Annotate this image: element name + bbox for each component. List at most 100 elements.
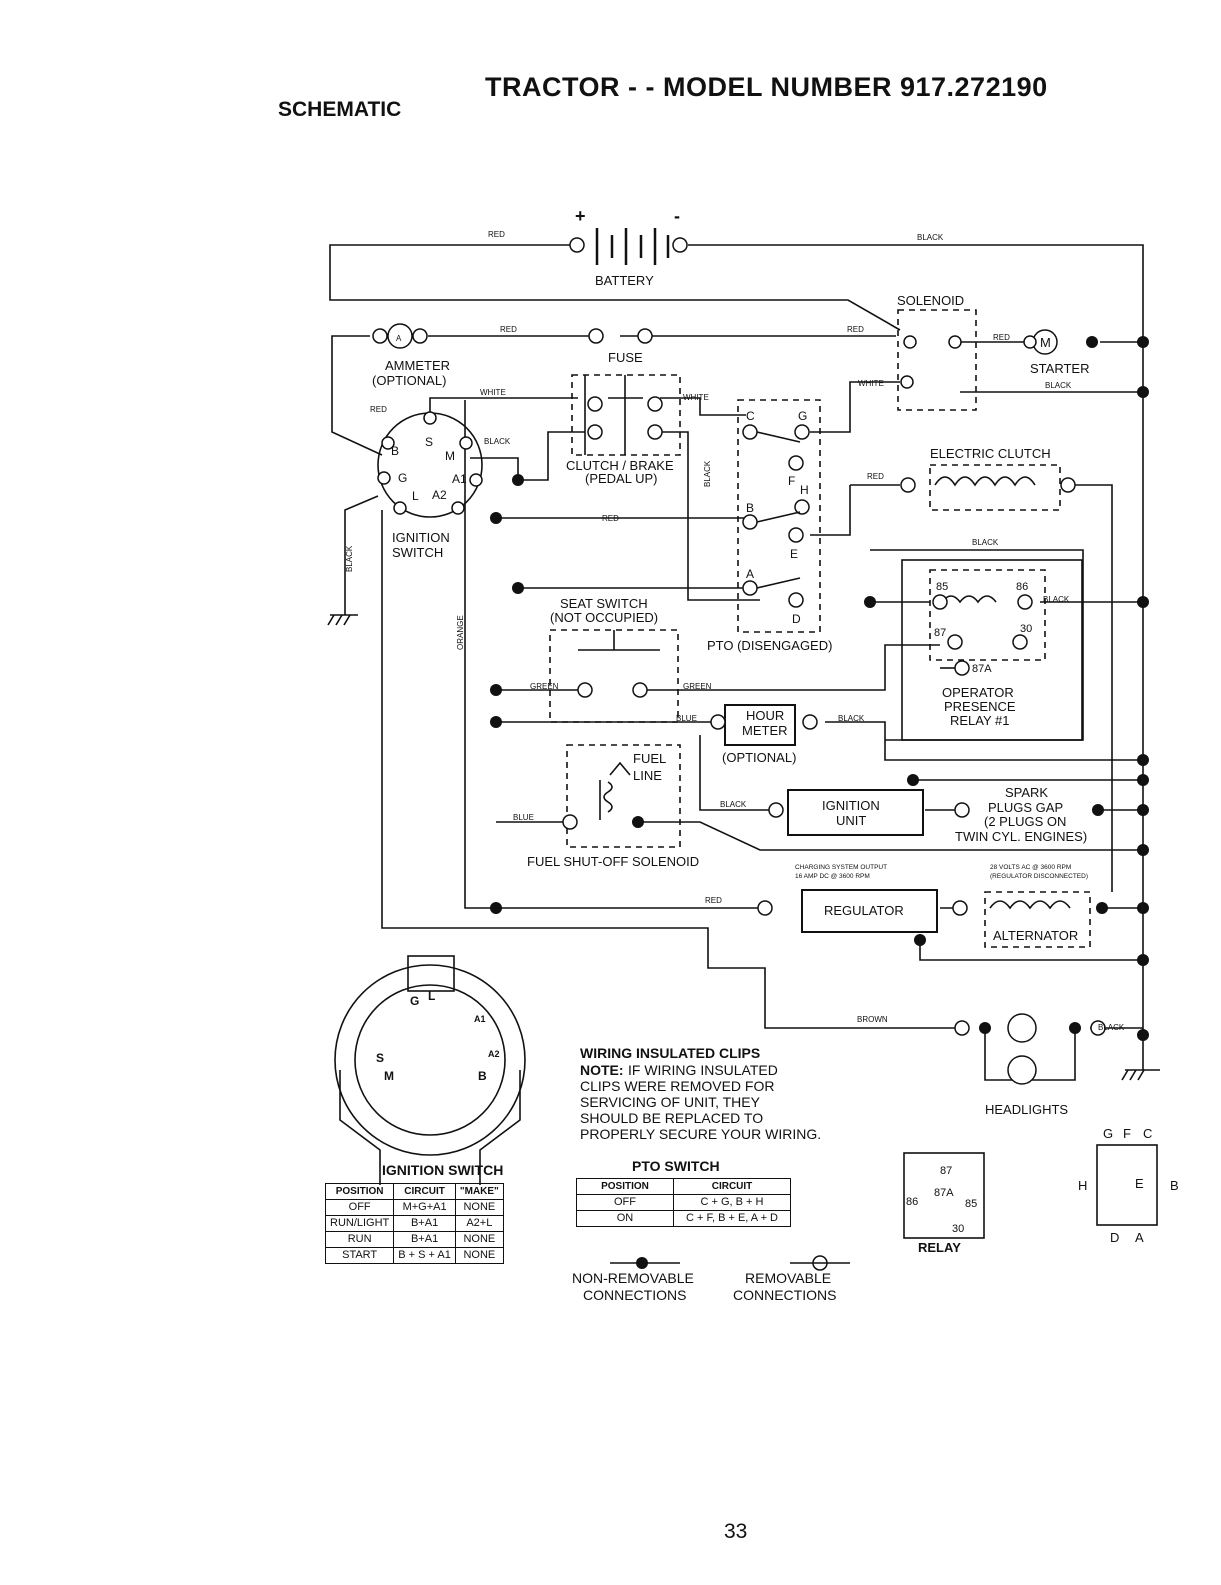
removable-2: CONNECTIONS: [733, 1287, 836, 1303]
ign-header-make: "MAKE": [454, 1183, 504, 1200]
relay-terminal-30: 30: [1020, 623, 1032, 635]
wire-brown: BROWN: [857, 1015, 888, 1024]
ign-terminal-b: B: [391, 444, 399, 458]
alternator-note-2: (REGULATOR DISCONNECTED): [990, 873, 1088, 880]
wire-red-solenoid: RED: [847, 325, 864, 334]
switch-contacts: [578, 375, 955, 813]
ignition-switch-label-2: SWITCH: [392, 545, 443, 560]
charging-note-2: 16 AMP DC @ 3600 RPM: [795, 873, 870, 880]
ign-header-position: POSITION: [324, 1183, 395, 1200]
wire-red-clutch: RED: [867, 472, 884, 481]
relay-terminal-86: 86: [1016, 581, 1028, 593]
relay-pin-85: 85: [965, 1198, 977, 1210]
wire-black-relay: BLACK: [972, 538, 999, 547]
charging-note-1: CHARGING SYSTEM OUTPUT: [795, 864, 887, 871]
pto-terminal-d: D: [792, 612, 801, 626]
relay-terminal-87: 87: [934, 627, 946, 639]
fuse-label: FUSE: [608, 350, 643, 365]
wire-red-ammeter: RED: [500, 325, 517, 334]
connector-d: D: [1110, 1230, 1119, 1245]
wire-orange: ORANGE: [456, 615, 465, 650]
connector-e: E: [1135, 1176, 1144, 1191]
pto-switch-table: POSITION CIRCUIT OFF C + G, B + H ON C +…: [576, 1178, 791, 1227]
terminal-circles: [372, 237, 1106, 1271]
table-row: START B + S + A1 NONE: [324, 1247, 504, 1264]
spark-label-1: SPARK: [1005, 785, 1048, 800]
seat-switch-sub: (NOT OCCUPIED): [550, 610, 658, 625]
connector-g: G: [1103, 1126, 1113, 1141]
wiring-lines: [327, 244, 1160, 1239]
ammeter-optional: (OPTIONAL): [372, 373, 446, 388]
regulator-label: REGULATOR: [824, 903, 904, 918]
wire-black-starter: BLACK: [1045, 381, 1072, 390]
ignition-table-title: IGNITION SWITCH: [382, 1162, 504, 1178]
wire-black-ign: BLACK: [484, 437, 511, 446]
clips-title: WIRING INSULATED CLIPS: [580, 1045, 760, 1061]
spark-label-2: PLUGS GAP: [988, 800, 1063, 815]
wire-white-ign: WHITE: [480, 388, 506, 397]
wire-white-pto: WHITE: [683, 393, 709, 402]
starter-symbol: M: [1040, 335, 1051, 350]
connector-c: C: [1143, 1126, 1152, 1141]
switch-face-m: M: [384, 1069, 394, 1083]
table-row: OFF C + G, B + H: [576, 1194, 791, 1211]
switch-face-a2: A2: [488, 1049, 500, 1059]
spark-label-3: (2 PLUGS ON: [984, 814, 1066, 829]
clips-line-4: SHOULD BE REPLACED TO: [580, 1110, 763, 1126]
pto-terminal-a: A: [746, 567, 754, 581]
ign-header-circuit: CIRCUIT: [393, 1183, 456, 1200]
ign-terminal-l: L: [412, 489, 419, 503]
wire-blue-fuel: BLUE: [513, 813, 534, 822]
hour-meter-optional: (OPTIONAL): [722, 750, 796, 765]
pto-terminal-b: B: [746, 501, 754, 515]
spark-label-4: TWIN CYL. ENGINES): [955, 829, 1087, 844]
connector-h: H: [1078, 1178, 1087, 1193]
wire-black-relay-out: BLACK: [1043, 595, 1070, 604]
relay-label-3: RELAY #1: [950, 713, 1010, 728]
clutch-brake-sub: (PEDAL UP): [585, 471, 657, 486]
table-row: RUN B+A1 NONE: [324, 1231, 504, 1248]
battery-label: BATTERY: [595, 273, 654, 288]
wire-blue-hour: BLUE: [676, 714, 697, 723]
battery-negative: -: [674, 206, 680, 226]
relay-pin-30: 30: [952, 1223, 964, 1235]
ignition-switch-label-1: IGNITION: [392, 530, 450, 545]
fuel-solenoid-label: FUEL SHUT-OFF SOLENOID: [527, 854, 699, 869]
wire-red-starter: RED: [993, 333, 1010, 342]
wire-black-headlights: BLACK: [1098, 1023, 1125, 1032]
wire-black-clutch: BLACK: [703, 460, 712, 487]
clips-line-3: SERVICING OF UNIT, THEY: [580, 1094, 761, 1110]
electric-clutch-label: ELECTRIC CLUTCH: [930, 446, 1051, 461]
ign-terminal-a2: A2: [432, 488, 447, 502]
battery-plates: [595, 228, 670, 265]
switch-face-b: B: [478, 1069, 487, 1083]
clips-line-2: CLIPS WERE REMOVED FOR: [580, 1078, 774, 1094]
switch-face-l: L: [428, 989, 435, 1003]
table-row: RUN/LIGHT B+A1 A2+L: [324, 1215, 504, 1232]
connector-a: A: [1135, 1230, 1144, 1245]
pto-table-title: PTO SWITCH: [632, 1158, 720, 1174]
pto-terminal-c: C: [746, 409, 755, 423]
table-row: OFF M+G+A1 NONE: [324, 1199, 504, 1216]
wire-white-solenoid: WHITE: [858, 379, 884, 388]
relay-label-1: OPERATOR: [942, 685, 1014, 700]
clips-note-label: NOTE:: [580, 1062, 624, 1078]
ign-terminal-m: M: [445, 449, 455, 463]
page-title: TRACTOR - - MODEL NUMBER 917.272190: [485, 72, 1048, 102]
relay-terminal-87a: 87A: [972, 663, 992, 675]
pto-terminal-e: E: [790, 547, 798, 561]
fuel-line-label-1: FUEL: [633, 751, 666, 766]
pto-label: PTO (DISENGAGED): [707, 638, 832, 653]
pto-header-circuit: CIRCUIT: [673, 1178, 791, 1195]
wire-black-ign-unit: BLACK: [720, 800, 747, 809]
nonremovable-1: NON-REMOVABLE: [572, 1270, 694, 1286]
switch-face-a1: A1: [474, 1014, 486, 1024]
removable-1: REMOVABLE: [745, 1270, 831, 1286]
switch-face-g: G: [410, 994, 419, 1008]
relay-pin-86: 86: [906, 1196, 918, 1208]
clutch-brake-label: CLUTCH / BRAKE: [566, 458, 674, 473]
ign-terminal-s: S: [425, 435, 433, 449]
hour-meter-label-1: HOUR: [746, 708, 784, 723]
starter-label: STARTER: [1030, 361, 1089, 376]
section-title: SCHEMATIC: [278, 98, 402, 121]
